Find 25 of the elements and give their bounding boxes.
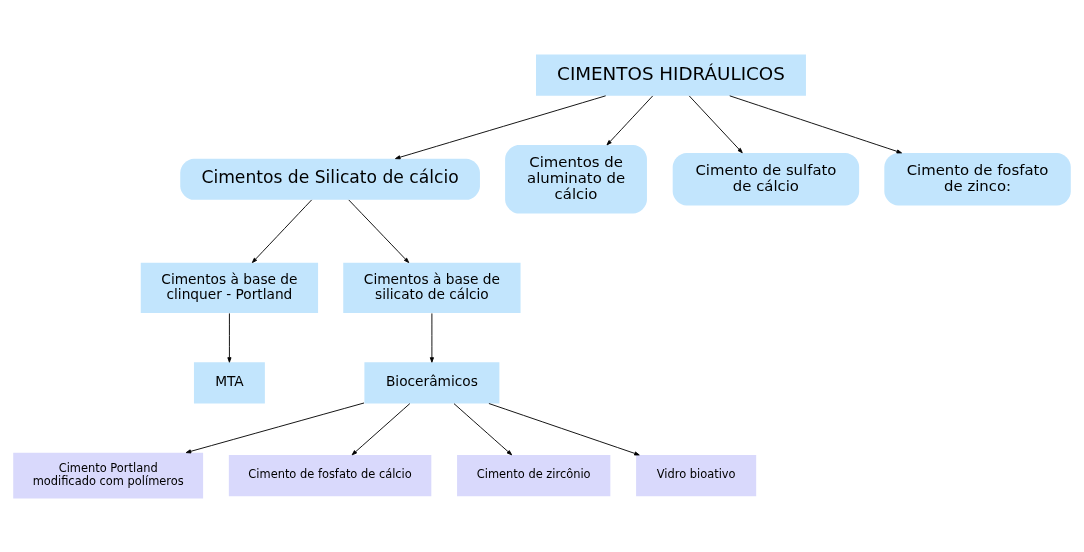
node-box: Cimento de zircônio bbox=[457, 454, 611, 496]
node-box: Cimento de fosfato de zinco: bbox=[884, 152, 1071, 206]
arrow bbox=[688, 95, 743, 153]
node-box: Cimentos à base de silicato de cálcio bbox=[343, 262, 521, 313]
arrow bbox=[453, 402, 513, 455]
node-box: Cimentos de Silicato de cálcio bbox=[180, 158, 480, 200]
arrow bbox=[488, 402, 640, 455]
node-box: Vidro bioativo bbox=[636, 454, 757, 496]
node-box: Cimento de sulfato de cálcio bbox=[672, 152, 860, 206]
arrow bbox=[429, 312, 434, 363]
node-box: Biocerâmicos bbox=[364, 361, 500, 403]
node-box: Cimento Portland modificado com polímeros bbox=[13, 452, 204, 498]
arrow bbox=[251, 198, 313, 263]
arrow bbox=[351, 402, 411, 455]
node-box: Cimentos de aluminato de cálcio bbox=[505, 144, 647, 214]
arrow bbox=[606, 95, 654, 145]
node-box: CIMENTOS HIDRÁULICOS bbox=[536, 54, 806, 96]
arrow bbox=[729, 94, 903, 153]
arrow bbox=[395, 94, 607, 159]
node-box: Cimento de fosfato de cálcio bbox=[228, 454, 432, 496]
arrow bbox=[227, 312, 232, 363]
arrow bbox=[348, 198, 410, 263]
node-box: MTA bbox=[193, 361, 265, 403]
arrow bbox=[185, 402, 365, 453]
node-box: Cimentos à base de clinquer - Portland bbox=[140, 262, 319, 313]
